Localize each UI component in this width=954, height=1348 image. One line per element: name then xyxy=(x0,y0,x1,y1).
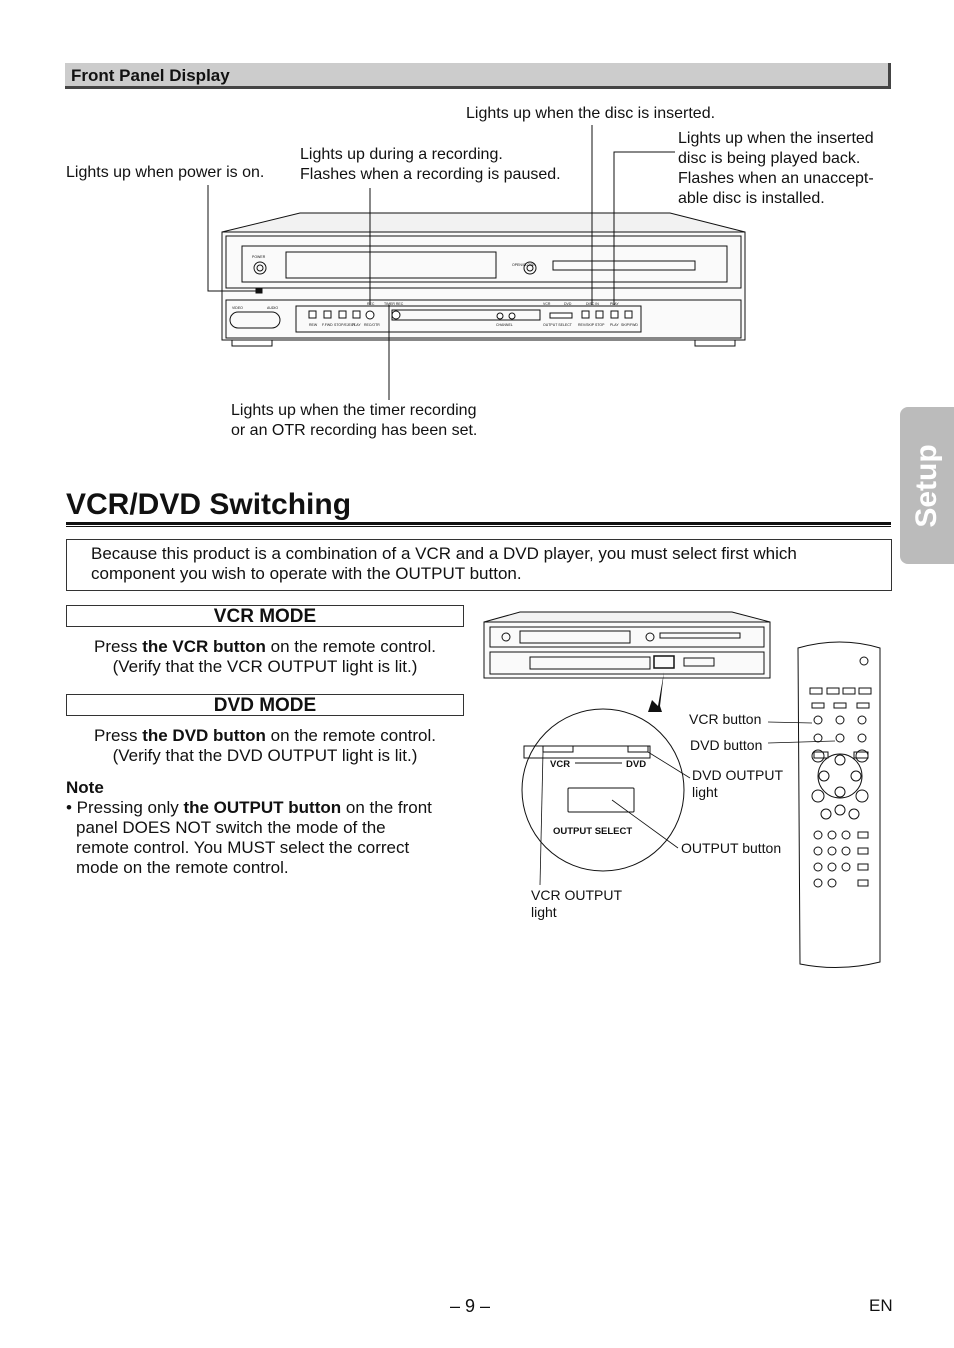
callout-recording: Lights up during a recording.Flashes whe… xyxy=(300,146,561,183)
panel-power-label: POWER xyxy=(252,255,266,259)
svg-text:STOP: STOP xyxy=(595,323,605,327)
dvd-mode-text: Press the DVD button on the remote contr… xyxy=(94,726,436,765)
language-code: EN xyxy=(869,1296,893,1315)
page-title: VCR/DVD Switching xyxy=(66,488,352,521)
svg-text:REC: REC xyxy=(367,302,375,306)
vcr-dvd-diagram: VCR DVD OUTPUT SELECT xyxy=(483,611,881,969)
dvd-button-label: DVD button xyxy=(690,737,763,753)
front-panel-illustration: POWER OPEN/CLOSE VIDEO AUDIO REW F.FWD S… xyxy=(207,125,746,400)
svg-text:DVD: DVD xyxy=(564,302,572,306)
svg-text:REC/OTR: REC/OTR xyxy=(364,323,380,327)
intro-box: Because this product is a combination of… xyxy=(66,539,892,591)
output-button-label: OUTPUT button xyxy=(681,840,782,856)
panel-open-close-label: OPEN/CLOSE xyxy=(512,263,535,267)
title-rule xyxy=(66,522,891,525)
svg-text:DISC IN: DISC IN xyxy=(586,302,599,306)
svg-text:SKIP/FWD: SKIP/FWD xyxy=(621,323,638,327)
callout-power: Lights up when power is on. xyxy=(66,164,265,181)
setup-tab: Setup xyxy=(900,407,954,564)
svg-text:STOP/EJECT: STOP/EJECT xyxy=(334,323,356,327)
svg-text:REW: REW xyxy=(309,323,318,327)
callout-disc-inserted: Lights up when the disc is inserted. xyxy=(466,105,716,122)
svg-text:CHANNEL: CHANNEL xyxy=(496,323,513,327)
vcr-button-label: VCR button xyxy=(689,711,762,727)
panel-audio-label: AUDIO xyxy=(267,306,278,310)
note-block: Note • Pressing only the OUTPUT button o… xyxy=(66,778,432,877)
svg-text:PLAY: PLAY xyxy=(610,323,619,327)
svg-text:PLAY: PLAY xyxy=(352,323,361,327)
svg-text:TIMER REC: TIMER REC xyxy=(384,302,404,306)
section-header: Front Panel Display xyxy=(65,63,891,89)
svg-text:REV/SKIP: REV/SKIP xyxy=(578,323,595,327)
zoom-dvd-label: DVD xyxy=(626,759,646,770)
zoom-vcr-label: VCR xyxy=(550,759,570,770)
svg-text:PLAY: PLAY xyxy=(610,302,619,306)
dvd-mode-heading: DVD MODE xyxy=(66,694,464,716)
zoom-output-select-label: OUTPUT SELECT xyxy=(553,826,632,837)
page-number: – 9 – xyxy=(450,1296,491,1316)
svg-text:VCR: VCR xyxy=(543,302,551,306)
svg-text:F.FWD: F.FWD xyxy=(322,323,333,327)
title-rule-thin xyxy=(66,526,891,527)
vcr-mode-text: Press the VCR button on the remote contr… xyxy=(94,637,436,676)
panel-video-label: VIDEO xyxy=(232,306,243,310)
vcr-mode-heading: VCR MODE xyxy=(66,605,464,627)
svg-text:OUTPUT SELECT: OUTPUT SELECT xyxy=(543,323,573,327)
section-title: Front Panel Display xyxy=(71,66,230,85)
